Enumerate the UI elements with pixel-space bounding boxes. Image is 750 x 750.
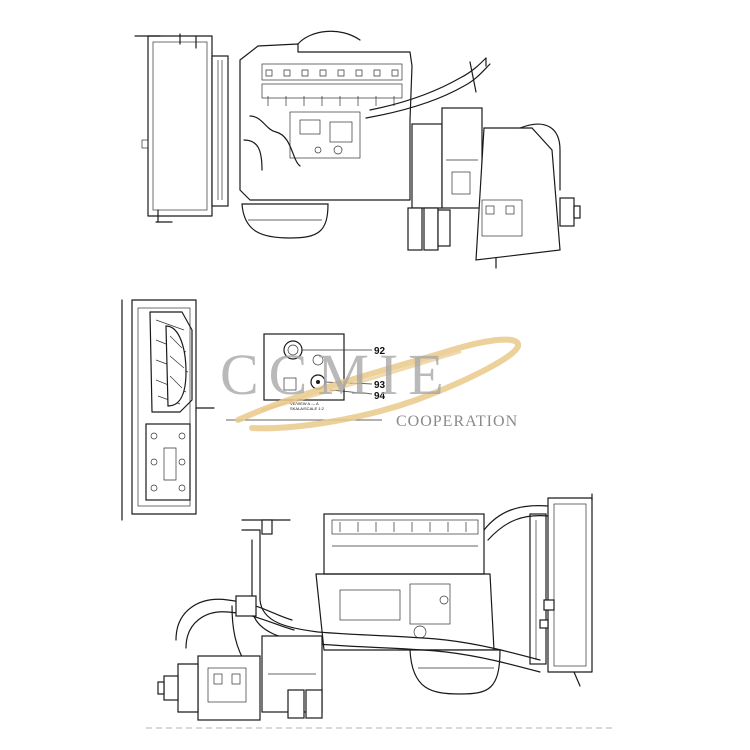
callout-94: 94 — [374, 391, 386, 402]
watermark-swoosh — [235, 336, 521, 432]
engine-side-view-top — [134, 30, 581, 269]
callout-93: 93 — [374, 380, 386, 391]
detail-view-a-a: 92 93 94 VE/VIEW A — A SKALA/SCALE 1:2 — [226, 333, 386, 421]
view-caption-1: VE/VIEW A — A — [290, 401, 319, 406]
ccmie-watermark: CCMIE COOPERATION — [220, 336, 521, 432]
watermark-subtitle: COOPERATION — [396, 413, 518, 430]
engine-side-view-bottom — [146, 493, 612, 729]
callout-92: 92 — [374, 346, 386, 357]
engine-front-view — [121, 299, 215, 521]
view-caption-2: SKALA/SCALE 1:2 — [290, 406, 325, 411]
watermark-brand: CCMIE — [220, 342, 454, 407]
